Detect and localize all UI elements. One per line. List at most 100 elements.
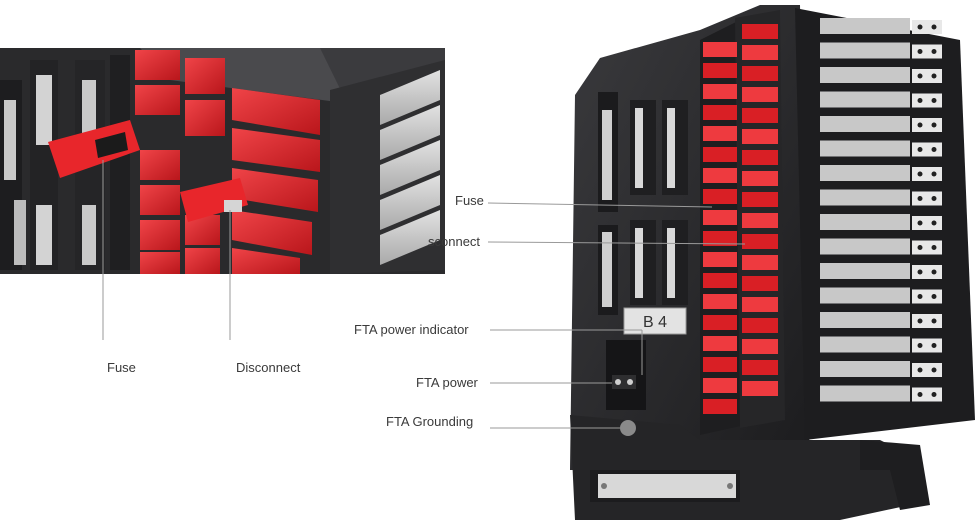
fuse-block [703, 210, 737, 225]
terminal-row [820, 189, 910, 206]
fuse-block [703, 273, 737, 288]
fuse-block [703, 315, 737, 330]
disconnect-block [742, 381, 778, 396]
terminal-screw-icon [917, 196, 923, 201]
fuse-block [703, 84, 737, 99]
disconnect-block [742, 213, 778, 228]
inset-terminal-strips [0, 55, 130, 270]
inset-disconnect-pulled [180, 178, 248, 222]
disconnect-block [742, 297, 778, 312]
fuse-block [703, 336, 737, 351]
inset-fuse-label: Fuse [107, 360, 136, 375]
terminal-row [820, 91, 910, 108]
terminal-screw-icon [917, 343, 923, 348]
fuse-block [703, 357, 737, 372]
terminal-screw-icon [917, 269, 923, 275]
terminal-screw-plate [912, 265, 942, 279]
terminal-row [820, 42, 910, 59]
inset-leaders [102, 160, 231, 340]
module-tag-plate [623, 307, 687, 335]
terminal-row [820, 385, 910, 402]
terminal-screw-icon [931, 171, 937, 177]
fuse-block [703, 147, 737, 162]
terminal-screw-plate [912, 191, 942, 206]
terminal-screw-icon [931, 24, 937, 30]
terminal-screw-icon [931, 343, 937, 348]
terminal-screw-icon [917, 318, 923, 324]
terminal-screw-plate [912, 20, 942, 34]
disconnect-block [742, 150, 778, 165]
disconnect-block [742, 87, 778, 102]
terminal-row [820, 238, 910, 255]
terminal-screw-icon [931, 98, 937, 103]
main-disconnect-label: sconnect [428, 234, 480, 249]
fuse-block [703, 42, 737, 57]
terminal-row [820, 287, 910, 304]
terminal-row [820, 312, 910, 328]
fuse-block [703, 294, 737, 309]
terminal-screw-icon [931, 73, 937, 79]
terminal-screw-icon [931, 367, 937, 373]
terminal-screw-icon [917, 220, 923, 226]
terminal-screw-icon [931, 269, 937, 275]
terminal-screw-icon [917, 171, 923, 177]
disconnect-block [742, 24, 778, 39]
terminal-row [820, 336, 910, 353]
fuse-block [703, 231, 737, 246]
terminal-screw-icon [931, 122, 937, 128]
terminal-screw-icon [931, 392, 937, 397]
terminal-screw-icon [917, 122, 923, 128]
terminal-screw-icon [931, 196, 937, 201]
terminal-screw-icon [931, 220, 937, 226]
terminal-screw-plate [912, 142, 942, 157]
terminal-screw-plate [912, 167, 942, 181]
terminal-row [820, 67, 910, 83]
disconnect-block [742, 66, 778, 81]
disconnect-block [742, 318, 778, 333]
fuse-block [703, 399, 737, 414]
terminal-screw-icon [917, 245, 923, 250]
terminal-screw-icon [917, 49, 923, 54]
inset-red-blocks [48, 50, 320, 274]
terminal-screw-plate [912, 338, 942, 353]
terminal-screw-icon [917, 147, 923, 152]
terminal-screw-icon [931, 294, 937, 299]
main-fuse-label: Fuse [455, 193, 484, 208]
terminal-screw-icon [917, 73, 923, 79]
fuse-block [703, 105, 737, 120]
terminal-screw-plate [912, 289, 942, 304]
fuse-block [703, 252, 737, 267]
terminal-screw-icon [917, 392, 923, 397]
terminal-screw-plate [912, 69, 942, 83]
terminal-screw-icon [931, 147, 937, 152]
module-tag: B 4 [643, 314, 667, 331]
main-red-rows [703, 24, 778, 414]
terminal-screw-plate [912, 118, 942, 132]
terminal-screw-plate [912, 216, 942, 230]
fuse-block [703, 168, 737, 183]
disconnect-block [742, 45, 778, 60]
terminal-screw-icon [931, 245, 937, 250]
disconnect-block [742, 234, 778, 249]
terminal-screw-icon [931, 318, 937, 324]
disconnect-block [742, 339, 778, 354]
terminal-row [820, 214, 910, 230]
fta-grounding-label: FTA Grounding [386, 414, 473, 429]
main-leaders [487, 202, 746, 429]
disconnect-block [742, 276, 778, 291]
grounding-screw-icon [620, 420, 636, 436]
inset-closeup [0, 48, 445, 274]
fta-power-label: FTA power [416, 375, 479, 390]
terminal-row [820, 116, 910, 132]
fuse-block [703, 378, 737, 393]
fta-power-indicator-label: FTA power indicator [354, 322, 469, 337]
terminal-row [820, 140, 910, 157]
disconnect-block [742, 192, 778, 207]
terminal-screw-plate [912, 240, 942, 255]
fta-module: B 4 [570, 5, 975, 520]
fuse-block [703, 189, 737, 204]
disconnect-block [742, 171, 778, 186]
terminal-screw-plate [912, 387, 942, 402]
terminal-screw-icon [917, 98, 923, 103]
